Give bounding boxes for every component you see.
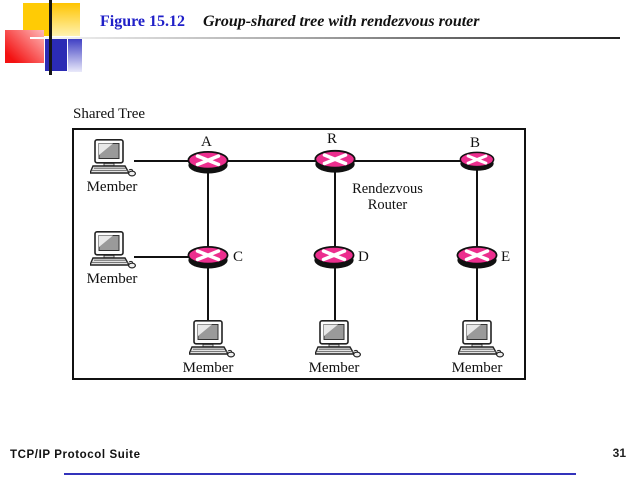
shared-tree-caption: Shared Tree <box>73 106 146 122</box>
rendezvous-router-label: Rendezvous Router <box>330 181 445 213</box>
router-a-label: A <box>201 134 212 150</box>
member-label: Member <box>86 271 138 287</box>
member-label: Member <box>182 360 234 376</box>
computer-icon <box>315 320 361 358</box>
member-label: Member <box>308 360 360 376</box>
link-row1-horizontal <box>134 160 477 162</box>
slide-title: Figure 15.12 Group-shared tree with rend… <box>100 13 480 31</box>
page-number: 31 <box>612 446 626 460</box>
router-b-icon <box>459 151 495 171</box>
footer-course-title: TCP/IP Protocol Suite <box>10 449 141 461</box>
router-d-label: D <box>358 249 369 265</box>
computer-icon <box>458 320 504 358</box>
diagram-frame <box>72 128 526 380</box>
router-a-icon <box>187 150 229 174</box>
link-r-d-member-vertical <box>334 161 336 324</box>
router-d-icon <box>313 245 355 269</box>
rendezvous-line1: Rendezvous <box>352 181 423 197</box>
logo-vertical-line <box>49 0 52 75</box>
router-e-label: E <box>501 249 511 265</box>
logo-square-blue-gradient <box>68 38 82 72</box>
router-c-label: C <box>233 249 244 265</box>
link-row2-horizontal <box>134 256 208 258</box>
computer-icon <box>189 320 235 358</box>
link-b-e-member-vertical <box>476 161 478 324</box>
link-a-c-member-vertical <box>207 161 209 324</box>
figure-title-text: Group-shared tree with rendezvous router <box>203 13 480 30</box>
title-underline <box>30 37 620 39</box>
router-b-label: B <box>470 135 481 151</box>
logo-square-red <box>5 30 44 63</box>
logo-square-yellow-gradient <box>52 3 80 36</box>
member-label: Member <box>86 179 138 195</box>
computer-icon <box>90 139 136 177</box>
member-label: Member <box>451 360 503 376</box>
footer-accent-line <box>64 473 576 475</box>
router-c-icon <box>187 245 229 269</box>
figure-number-label: Figure 15.12 <box>100 13 186 30</box>
computer-icon <box>90 231 136 269</box>
router-r-icon <box>314 149 356 173</box>
router-r-label: R <box>327 131 338 147</box>
router-e-icon <box>456 245 498 269</box>
rendezvous-line2: Router <box>367 197 408 213</box>
